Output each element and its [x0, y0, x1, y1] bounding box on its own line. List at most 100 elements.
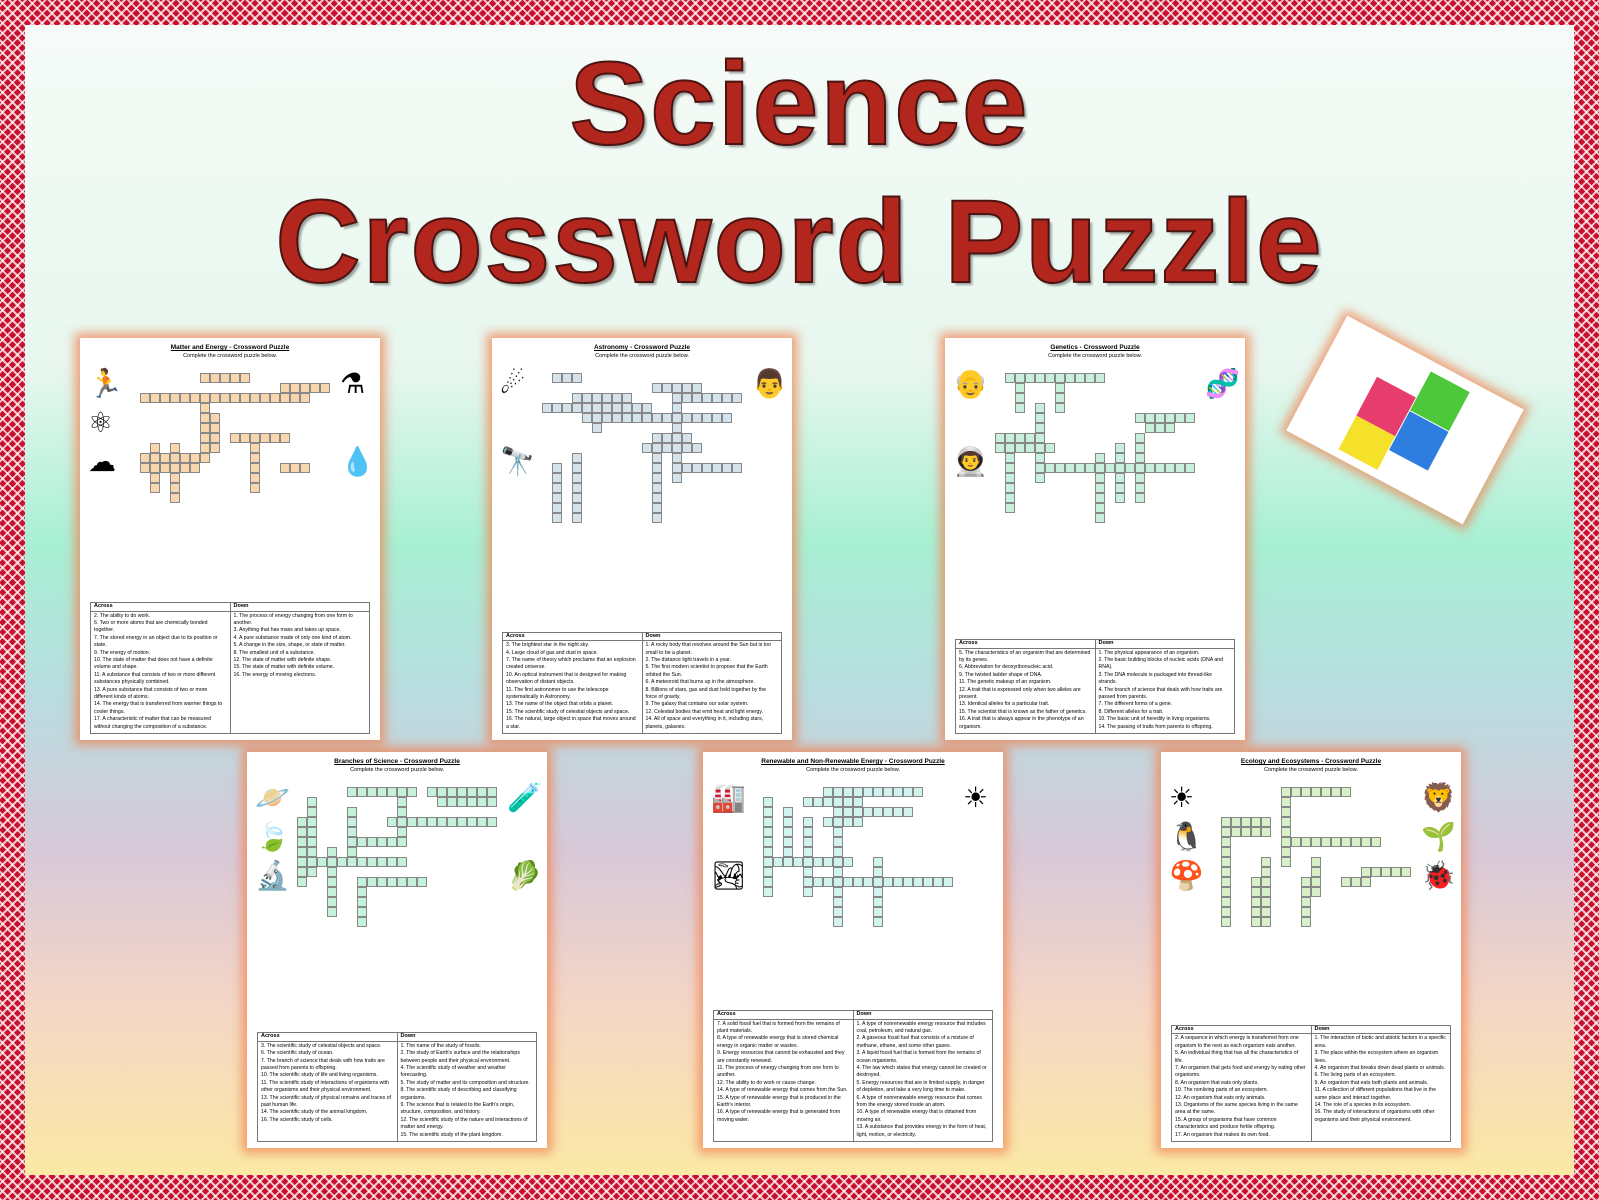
- grid-cell[interactable]: [250, 433, 260, 443]
- grid-cell[interactable]: [1055, 373, 1065, 383]
- grid-cell[interactable]: [903, 787, 913, 797]
- grid-cell[interactable]: [1135, 413, 1145, 423]
- grid-cell[interactable]: [672, 413, 682, 423]
- grid-cell[interactable]: [672, 453, 682, 463]
- grid-cell[interactable]: [803, 797, 813, 807]
- grid-cell[interactable]: [1231, 827, 1241, 837]
- grid-cell[interactable]: [297, 827, 307, 837]
- grid-cell[interactable]: [1261, 907, 1271, 917]
- grid-cell[interactable]: [140, 393, 150, 403]
- grid-cell[interactable]: [552, 513, 562, 523]
- grid-cell[interactable]: [1095, 453, 1105, 463]
- grid-cell[interactable]: [327, 877, 337, 887]
- grid-cell[interactable]: [1301, 787, 1311, 797]
- grid-cell[interactable]: [1005, 373, 1015, 383]
- grid-cell[interactable]: [477, 817, 487, 827]
- grid-cell[interactable]: [377, 877, 387, 887]
- grid-cell[interactable]: [712, 393, 722, 403]
- grid-cell[interactable]: [347, 827, 357, 837]
- grid-cell[interactable]: [1321, 787, 1331, 797]
- grid-cell[interactable]: [893, 787, 903, 797]
- grid-cell[interactable]: [572, 453, 582, 463]
- grid-cell[interactable]: [1241, 817, 1251, 827]
- grid-cell[interactable]: [1135, 443, 1145, 453]
- grid-cell[interactable]: [652, 513, 662, 523]
- grid-cell[interactable]: [552, 503, 562, 513]
- grid-cell[interactable]: [1281, 797, 1291, 807]
- grid-cell[interactable]: [230, 393, 240, 403]
- grid-cell[interactable]: [592, 403, 602, 413]
- grid-cell[interactable]: [1321, 837, 1331, 847]
- grid-cell[interactable]: [200, 373, 210, 383]
- grid-cell[interactable]: [170, 483, 180, 493]
- grid-cell[interactable]: [552, 473, 562, 483]
- grid-cell[interactable]: [1035, 433, 1045, 443]
- grid-cell[interactable]: [320, 383, 330, 393]
- grid-cell[interactable]: [1351, 837, 1361, 847]
- grid-cell[interactable]: [397, 817, 407, 827]
- grid-cell[interactable]: [642, 403, 652, 413]
- grid-cell[interactable]: [1311, 867, 1321, 877]
- grid-cell[interactable]: [367, 837, 377, 847]
- grid-cell[interactable]: [1125, 463, 1135, 473]
- grid-cell[interactable]: [1065, 463, 1075, 473]
- grid-cell[interactable]: [1135, 453, 1145, 463]
- grid-cell[interactable]: [823, 857, 833, 867]
- grid-cell[interactable]: [652, 413, 662, 423]
- grid-cell[interactable]: [813, 797, 823, 807]
- grid-cell[interactable]: [662, 413, 672, 423]
- grid-cell[interactable]: [1015, 433, 1025, 443]
- grid-cell[interactable]: [477, 787, 487, 797]
- grid-cell[interactable]: [190, 453, 200, 463]
- grid-cell[interactable]: [873, 857, 883, 867]
- grid-cell[interactable]: [1055, 393, 1065, 403]
- grid-cell[interactable]: [357, 787, 367, 797]
- grid-cell[interactable]: [1045, 373, 1055, 383]
- grid-cell[interactable]: [803, 817, 813, 827]
- grid-cell[interactable]: [833, 817, 843, 827]
- grid-cell[interactable]: [467, 817, 477, 827]
- grid-cell[interactable]: [290, 383, 300, 393]
- grid-cell[interactable]: [1261, 897, 1271, 907]
- grid-cell[interactable]: [763, 877, 773, 887]
- grid-cell[interactable]: [763, 857, 773, 867]
- grid-cell[interactable]: [210, 433, 220, 443]
- grid-cell[interactable]: [1311, 787, 1321, 797]
- grid-cell[interactable]: [200, 433, 210, 443]
- grid-cell[interactable]: [722, 393, 732, 403]
- grid-cell[interactable]: [672, 443, 682, 453]
- grid-cell[interactable]: [457, 817, 467, 827]
- grid-cell[interactable]: [1075, 373, 1085, 383]
- grid-cell[interactable]: [1165, 463, 1175, 473]
- grid-cell[interactable]: [853, 807, 863, 817]
- grid-cell[interactable]: [1035, 413, 1045, 423]
- grid-cell[interactable]: [347, 787, 357, 797]
- grid-cell[interactable]: [200, 403, 210, 413]
- grid-cell[interactable]: [1241, 827, 1251, 837]
- grid-cell[interactable]: [763, 847, 773, 857]
- grid-cell[interactable]: [833, 887, 843, 897]
- grid-cell[interactable]: [1251, 907, 1261, 917]
- grid-cell[interactable]: [437, 797, 447, 807]
- grid-cell[interactable]: [310, 383, 320, 393]
- grid-cell[interactable]: [833, 917, 843, 927]
- grid-cell[interactable]: [1251, 877, 1261, 887]
- grid-cell[interactable]: [1035, 453, 1045, 463]
- grid-cell[interactable]: [803, 827, 813, 837]
- grid-cell[interactable]: [883, 807, 893, 817]
- grid-cell[interactable]: [1035, 473, 1045, 483]
- grid-cell[interactable]: [843, 787, 853, 797]
- grid-cell[interactable]: [357, 917, 367, 927]
- grid-cell[interactable]: [1301, 907, 1311, 917]
- grid-cell[interactable]: [1281, 837, 1291, 847]
- grid-cell[interactable]: [1221, 887, 1231, 897]
- grid-cell[interactable]: [582, 393, 592, 403]
- grid-cell[interactable]: [1231, 817, 1241, 827]
- grid-cell[interactable]: [457, 797, 467, 807]
- grid-cell[interactable]: [200, 453, 210, 463]
- grid-cell[interactable]: [307, 797, 317, 807]
- grid-cell[interactable]: [307, 817, 317, 827]
- grid-cell[interactable]: [913, 877, 923, 887]
- grid-cell[interactable]: [682, 443, 692, 453]
- grid-cell[interactable]: [662, 383, 672, 393]
